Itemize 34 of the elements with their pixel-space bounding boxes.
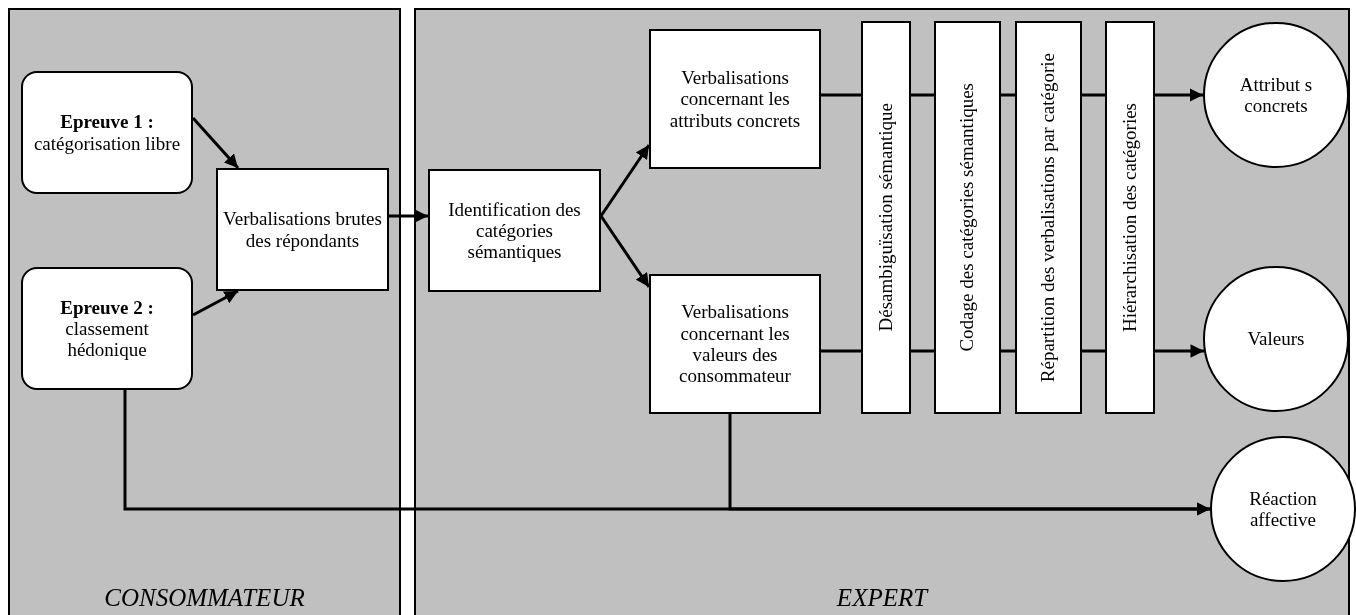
connector-line: [821, 349, 861, 353]
connector-line: [821, 93, 861, 97]
box-text: catégorisation libre: [33, 132, 181, 154]
connector-line: [1082, 93, 1105, 97]
connector-line: [911, 93, 934, 97]
process-box: Verbalisations brutes des répondants: [216, 168, 389, 291]
connector-line: [1082, 349, 1105, 353]
arrow: [191, 117, 240, 169]
task-box: [21, 71, 193, 194]
step-bar: Codage des catégories sémantiques: [934, 21, 1001, 414]
outcome-circle: Valeurs: [1203, 266, 1349, 412]
process-box: Verbalisations concernant les valeurs des consommateur: [649, 274, 821, 414]
swimlane-panel: [8, 8, 401, 615]
connector-line: [1001, 93, 1015, 97]
box-heading: Epreuve 1 :: [60, 111, 154, 133]
arrow: [728, 414, 1210, 516]
connector-line: [1001, 349, 1015, 353]
lane-label: CONSOMMATEUR: [104, 583, 305, 611]
step-bar: Répartition des verbalisations par catégorie: [1015, 21, 1082, 414]
outcome-circle: Réaction affective: [1210, 436, 1356, 582]
arrow: [1155, 88, 1203, 102]
box-heading: Epreuve 2 :: [60, 296, 154, 318]
arrow: [192, 289, 239, 317]
lane-label: EXPERT: [836, 583, 928, 611]
task-box: [21, 267, 193, 390]
step-bar: Désambiguïsation sémantique: [861, 21, 911, 414]
step-bar: Hiérarchisation des catégories: [1105, 21, 1155, 414]
arrow: [389, 209, 428, 223]
box-text: classement hédonique: [65, 317, 150, 361]
process-box: Verbalisations concernant les attributs concrets: [649, 29, 821, 169]
outcome-circle: Attribut s concrets: [1203, 22, 1349, 168]
connector-line: [911, 349, 934, 353]
arrow: [1155, 344, 1204, 358]
process-box: Identification des catégories sémantiques: [428, 169, 601, 292]
